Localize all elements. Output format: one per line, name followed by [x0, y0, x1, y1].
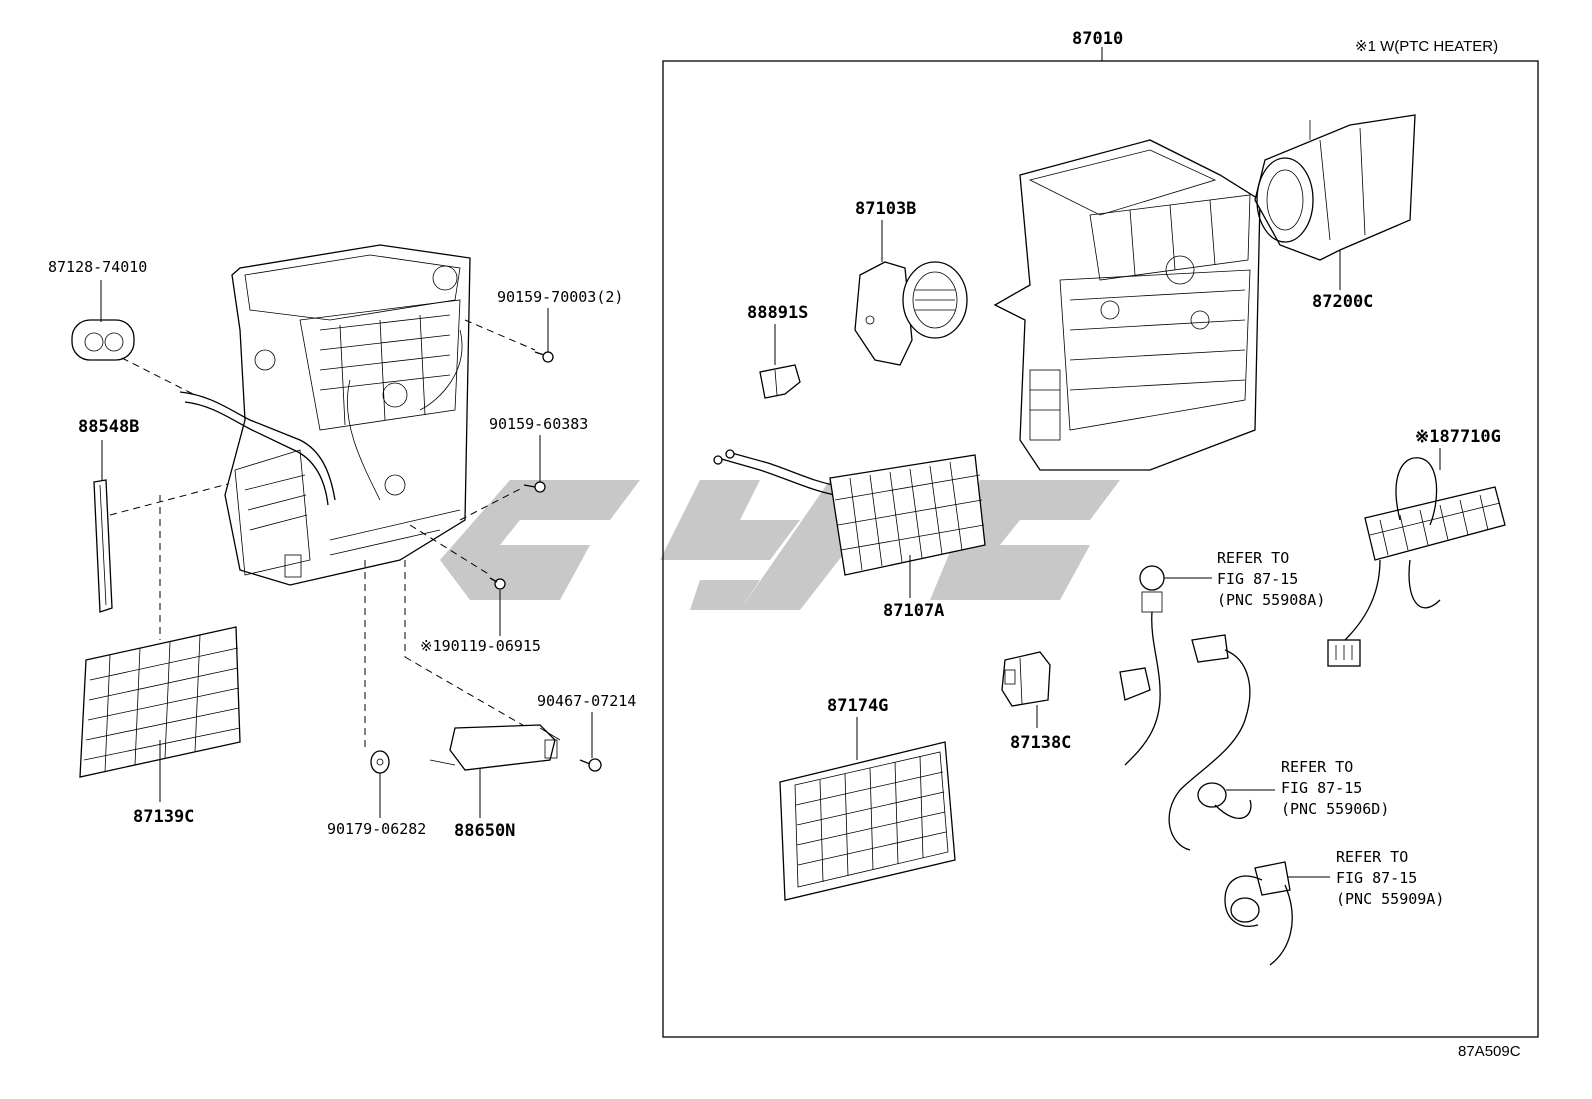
filter-87139c-part	[79, 626, 241, 778]
ref-55909a: REFER TO FIG 87-15 (PNC 55909A)	[1336, 848, 1444, 908]
bolt-90119-06915-part	[489, 577, 506, 590]
label-87138c: 87138C	[1010, 733, 1071, 753]
ref-55906d-line1: REFER TO	[1281, 758, 1353, 776]
label-87200c: 87200C	[1312, 292, 1373, 312]
ref-55906d-line3: (PNC 55906D)	[1281, 800, 1389, 818]
label-88548b: 88548B	[78, 417, 139, 437]
heater-core-87107a-part	[713, 449, 986, 576]
clip-88891s-part	[759, 364, 801, 399]
bolt-90159-60383-part	[523, 481, 546, 493]
harness-55909a-part	[1224, 861, 1293, 966]
ptc-heater-note: ※1 W(PTC HEATER)	[1355, 38, 1498, 55]
hvac-unit-right-illustration	[993, 139, 1261, 471]
ref-55909a-line2: FIG 87-15	[1336, 869, 1417, 887]
label-87103b: 87103B	[855, 199, 916, 219]
assembly-label: 87010	[1072, 29, 1123, 49]
ref-55906d: REFER TO FIG 87-15 (PNC 55906D)	[1281, 758, 1389, 818]
label-90159-60383: 90159-60383	[489, 415, 588, 433]
label-88650n: 88650N	[454, 821, 515, 841]
assembly-frame	[662, 60, 1539, 1038]
label-87174g: 87174G	[827, 696, 888, 716]
watermark-logo	[440, 480, 1120, 610]
clip-90467-07214-part	[579, 758, 602, 772]
label-88891s: 88891S	[747, 303, 808, 323]
label-87128-74010: 87128-74010	[48, 258, 147, 276]
harness-55908a-part	[1119, 565, 1165, 766]
ref-55908a-line1: REFER TO	[1217, 549, 1289, 567]
ref-55909a-line1: REFER TO	[1336, 848, 1408, 866]
harness-55906d-part	[1168, 634, 1252, 851]
hvac-unit-left-illustration	[179, 244, 471, 586]
label-90159-70003: 90159-70003(2)	[497, 288, 623, 306]
filter-87174g-part	[779, 741, 956, 901]
ref-55908a-line3: (PNC 55908A)	[1217, 591, 1325, 609]
seal-88548b-part	[93, 479, 113, 613]
ref-55908a: REFER TO FIG 87-15 (PNC 55908A)	[1217, 549, 1325, 609]
clip-90179-06282-part	[370, 750, 390, 774]
blower-87103b-part	[854, 261, 968, 366]
label-90467-07214: 90467-07214	[537, 692, 636, 710]
ref-55909a-line3: (PNC 55909A)	[1336, 890, 1444, 908]
label-87107a: 87107A	[883, 601, 944, 621]
label-90179-06282: 90179-06282	[327, 820, 426, 838]
ref-55906d-line2: FIG 87-15	[1281, 779, 1362, 797]
sensor-88650n-part	[429, 724, 561, 771]
ptc-heater-87710g-part	[1327, 457, 1506, 667]
label-87139c: 87139C	[133, 807, 194, 827]
servo-87138c-part	[1001, 651, 1051, 707]
grommet-87128-part	[71, 319, 135, 361]
housing-87200c-part	[1254, 114, 1416, 261]
figure-code: 87A509C	[1458, 1043, 1521, 1060]
bolt-90159-70003-part	[534, 351, 554, 363]
label-90119-06915: ※190119-06915	[420, 637, 541, 655]
label-87710g: ※187710G	[1415, 427, 1501, 447]
ref-55908a-line2: FIG 87-15	[1217, 570, 1298, 588]
